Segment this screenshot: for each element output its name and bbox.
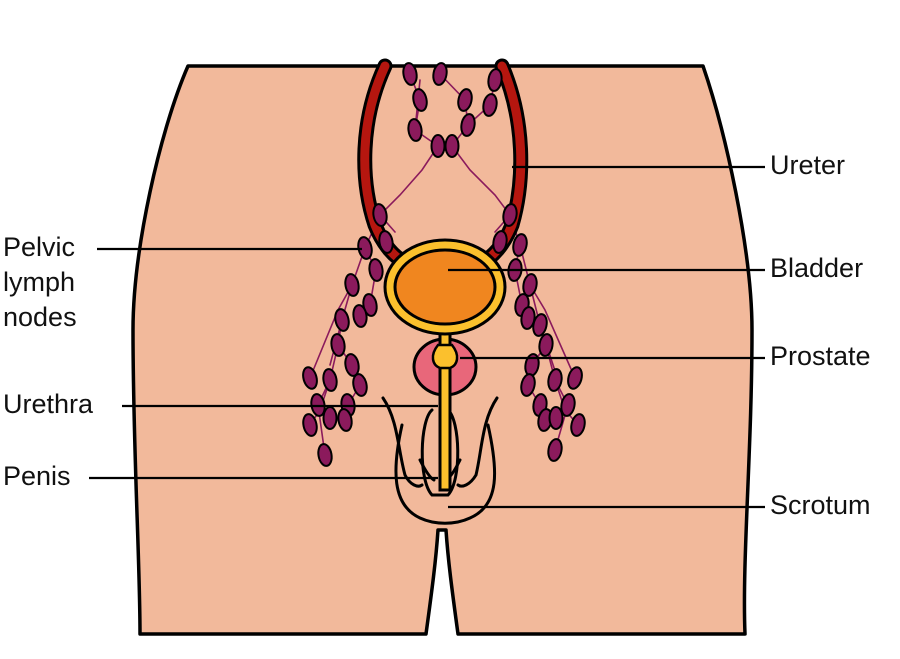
lymph-node <box>344 273 360 297</box>
penis-tip-left <box>418 458 436 482</box>
lymph-node <box>522 273 538 297</box>
lymph-node <box>378 230 394 254</box>
pelvic-lymph-nodes <box>302 62 586 467</box>
lymph-node <box>444 134 460 158</box>
lymph-node <box>560 393 576 417</box>
penis-shape <box>420 408 460 497</box>
lymph-node <box>502 203 518 227</box>
lymph-node <box>430 134 446 158</box>
lymph-node <box>334 308 350 332</box>
leader-lines <box>89 165 765 509</box>
lymph-node <box>317 443 333 467</box>
lymph-node <box>567 366 583 390</box>
label-pelvic-lymph-nodes: Pelvic lymph nodes <box>3 230 77 335</box>
lymph-node <box>512 233 528 257</box>
bladder-inner <box>393 248 497 326</box>
right-thigh-crease <box>456 396 499 488</box>
lymph-node <box>322 368 338 392</box>
label-bladder: Bladder <box>770 253 864 283</box>
left-thigh-crease <box>381 396 424 488</box>
lymph-node <box>460 113 476 137</box>
lymph-node <box>412 88 428 112</box>
lymph-node <box>407 118 423 142</box>
lymph-node <box>362 293 378 317</box>
label-penis: Penis <box>3 461 71 491</box>
lymph-node <box>402 62 418 86</box>
lymph-node <box>520 373 536 397</box>
lymph-node <box>548 406 564 430</box>
lymph-node <box>337 408 353 432</box>
lymph-node <box>570 413 586 437</box>
lymph-node <box>538 333 554 357</box>
label-scrotum: Scrotum <box>770 490 871 520</box>
lymph-node <box>344 353 360 377</box>
label-pelvic-lymph-nodes-line-3: nodes <box>3 302 77 332</box>
lymph-node <box>302 366 318 390</box>
lymph-node <box>492 230 508 254</box>
label-urethra: Urethra <box>3 389 94 419</box>
lymph-node <box>368 258 384 282</box>
label-pelvic-lymph-nodes-line-1: Pelvic <box>3 232 76 262</box>
lymph-node <box>547 438 563 462</box>
lymph-node <box>547 368 563 392</box>
lymph-node <box>457 88 473 112</box>
label-pelvic-lymph-nodes-line-2: lymph <box>3 267 76 297</box>
lymph-node <box>482 93 498 117</box>
lymph-node <box>372 203 388 227</box>
urethra-tube <box>431 330 459 492</box>
label-prostate: Prostate <box>770 341 871 371</box>
label-ureter: Ureter <box>770 150 846 180</box>
lymph-node <box>322 406 338 430</box>
lymph-node <box>352 373 368 397</box>
lymph-node <box>302 413 318 437</box>
lymph-node <box>330 333 346 357</box>
lymph-node <box>352 304 368 328</box>
lymph-node <box>520 306 536 330</box>
lymph-node <box>432 62 448 86</box>
left-ureter-fill <box>360 61 410 267</box>
lymph-node <box>487 68 503 92</box>
